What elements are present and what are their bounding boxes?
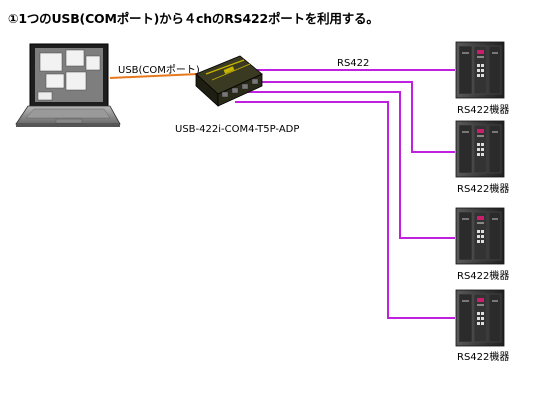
- rs422-line-3: [240, 91, 455, 239]
- rs422-link-label: RS422: [337, 58, 370, 69]
- rs422-device-1-icon: [455, 41, 505, 99]
- usb-link-label: USB(COMポート): [118, 65, 200, 76]
- rs422-device-3-icon: [455, 207, 505, 265]
- rs422-device-1-label: RS422機器: [457, 105, 510, 116]
- rs422-device-4-label: RS422機器: [457, 352, 510, 363]
- page-title: ①1つのUSB(COMポート)から４chのRS422ポートを利用する。: [8, 11, 379, 26]
- rs422-device-3-label: RS422機器: [457, 271, 510, 282]
- rs422-line-4: [235, 101, 455, 319]
- rs422-device-2-label: RS422機器: [457, 184, 510, 195]
- converter-icon: [195, 55, 263, 107]
- converter-model-label: USB-422i-COM4-T5P-ADP: [175, 124, 300, 135]
- rs422-line-2: [245, 81, 455, 153]
- laptop-icon: [15, 43, 121, 127]
- rs422-cables: [235, 69, 455, 319]
- rs422-device-2-icon: [455, 120, 505, 178]
- usb-cable: [109, 73, 199, 79]
- rs422-device-4-icon: [455, 289, 505, 347]
